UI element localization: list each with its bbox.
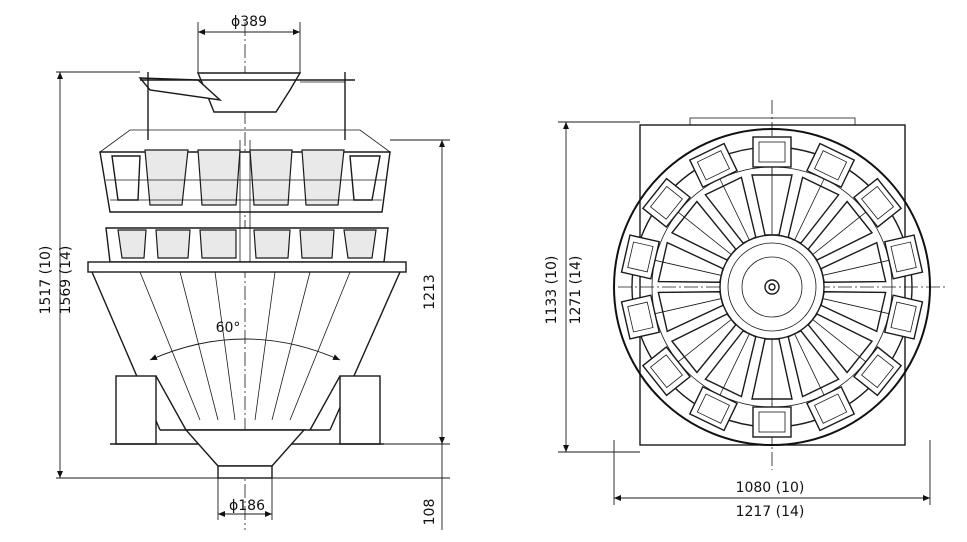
width-14-label: 1217 (14) [736,504,805,520]
frame-height-label: 1213 [422,274,438,310]
bucket [820,291,924,340]
outlet-diameter-label: ϕ186 [229,498,265,514]
bucket [620,291,724,340]
feed-hopper [138,72,355,140]
bucket [787,142,856,245]
lower-buckets [105,140,389,263]
bucket [751,338,793,438]
total-height-14-label: 1569 (14) [58,246,74,315]
front-view: ϕ389 ϕ186 60° 1517 (10) 1569 (14) 1213 [38,14,450,530]
bucket [807,177,903,261]
total-height-10-label: 1517 (10) [38,246,54,315]
top-view: 1133 (10) 1271 (14) 1080 (10) 1217 (14) [544,100,945,520]
width-10-label: 1080 (10) [736,480,805,496]
outlet-height-label: 108 [422,499,438,526]
center-plate [719,234,825,340]
dimension-top-diameter: ϕ389 [197,14,301,73]
dimension-outlet-diameter: ϕ186 [217,478,273,520]
bucket [787,329,856,432]
bucket [688,329,757,432]
dimension-depth: 1133 (10) 1271 (14) [544,121,640,453]
radial-buckets [620,136,924,438]
bucket [820,234,924,283]
base-frame [110,375,384,445]
bucket [620,234,724,283]
dimension-width: 1080 (10) 1217 (14) [613,440,931,520]
upper-buckets [98,129,392,213]
outlet-funnel [184,429,306,479]
dimension-frame-height: 1213 [384,139,450,445]
depth-10-label: 1133 (10) [544,256,560,325]
top-diameter-label: ϕ389 [231,14,267,30]
dimension-total-height: 1517 (10) 1569 (14) [38,71,218,479]
bucket [641,313,737,397]
bucket [641,177,737,261]
bucket [751,136,793,236]
depth-14-label: 1271 (14) [568,256,584,325]
cone-angle-label: 60° [216,320,241,336]
dimension-outlet-height: 108 [272,444,450,530]
